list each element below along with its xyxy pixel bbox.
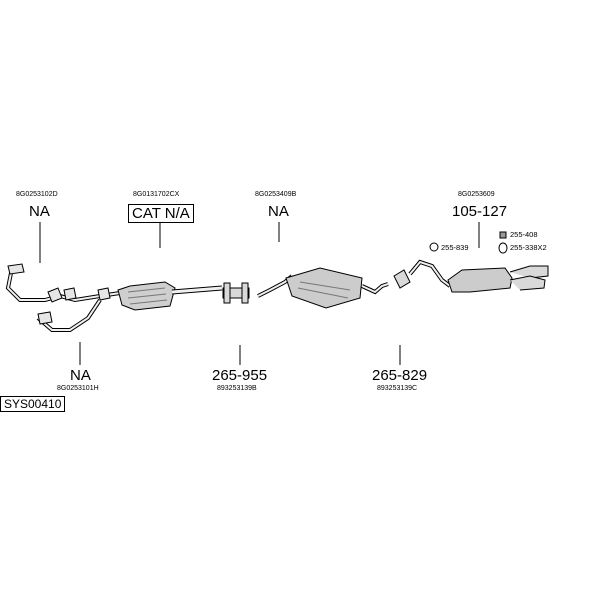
part-oem-front-pipe: 8G0253102D	[16, 191, 58, 198]
catalytic-converter	[117, 281, 223, 311]
part-oem-intermediate-pipe: 893253139C	[377, 385, 418, 392]
intermediate-pipe	[393, 242, 452, 289]
part-oem-catalyst: 8G0131702CX	[133, 191, 180, 198]
part-code-intermediate-pipe: 265-829	[372, 367, 428, 384]
accessory-code-mount: 255-839	[441, 243, 469, 252]
part-code-clamp: 265-955	[212, 367, 268, 384]
part-code-rear-silencer: 105-127	[452, 203, 508, 220]
clamp	[222, 282, 250, 304]
front-pipe-assembly	[5, 263, 121, 332]
part-code-front-pipe: NA	[29, 203, 50, 220]
part-oem-middle-silencer: 8G0253409B	[255, 191, 297, 198]
part-code-down-pipe: NA	[70, 367, 91, 384]
part-code-catalyst: CAT N/A	[128, 204, 194, 223]
part-code-middle-silencer: NA	[268, 203, 289, 220]
part-oem-rear-silencer: 8G0253609	[458, 191, 495, 198]
rear-silencer	[447, 231, 549, 293]
accessory-code-ring: 255-338X2	[510, 243, 547, 252]
part-oem-clamp: 893253139B	[217, 385, 257, 392]
middle-silencer	[257, 267, 389, 309]
part-oem-down-pipe: 8G0253101H	[57, 385, 99, 392]
system-id: SYS00410	[0, 396, 66, 412]
accessory-code-bracket: 255-408	[510, 230, 538, 239]
